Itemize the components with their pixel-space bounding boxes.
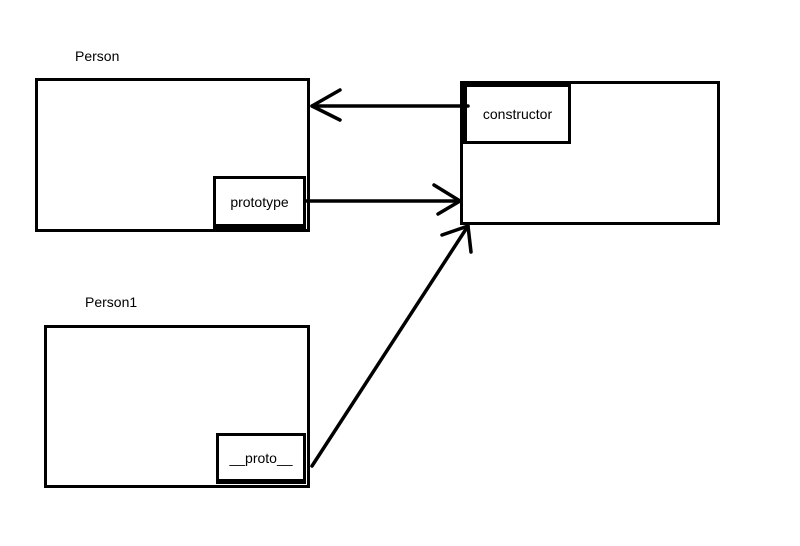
proto-to-object-arrow bbox=[310, 224, 473, 468]
person1-title: Person1 bbox=[85, 294, 138, 310]
constructor-slot: constructor bbox=[462, 84, 571, 144]
person-box bbox=[35, 78, 310, 232]
proto-slot: __proto__ bbox=[216, 433, 306, 484]
constructor-to-person-arrow bbox=[310, 88, 470, 122]
person-title: Person bbox=[75, 48, 120, 64]
prototype-to-object-arrow bbox=[304, 183, 462, 216]
prototype-slot: prototype bbox=[213, 176, 306, 229]
